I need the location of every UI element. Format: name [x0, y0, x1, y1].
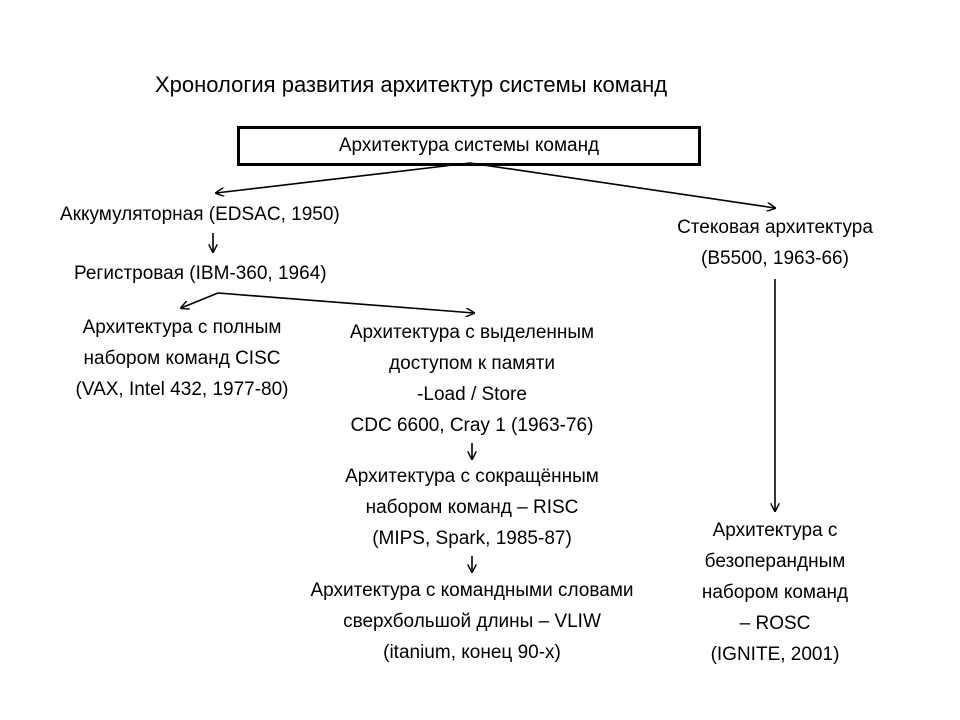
node-load-store-line: CDC 6600, Cray 1 (1963-76)	[350, 415, 594, 436]
root-node-isa: Архитектура системы команд	[237, 126, 701, 166]
node-vliw-line: Архитектура с командными словами	[310, 580, 634, 601]
node-cisc: Архитектура с полным набором команд CISC…	[54, 312, 310, 405]
node-rosc-line: безоперандным	[704, 551, 846, 572]
node-load-store-line: доступом к памяти	[389, 353, 555, 374]
node-accumulator-label: Аккумуляторная (EDSAC, 1950)	[60, 204, 340, 225]
node-vliw-line: (itanium, конец 90-х)	[383, 642, 561, 663]
diagram-title: Хронология развития архитектур системы к…	[155, 72, 668, 97]
edge-register-to-cisc	[181, 292, 219, 308]
node-stack: Стековая архитектура (B5500, 1963-66)	[662, 212, 888, 274]
node-cisc-line: Архитектура с полным	[82, 317, 282, 338]
root-node-label: Архитектура системы команд	[338, 135, 600, 156]
node-vliw-line: сверхбольшой длины – VLIW	[343, 611, 601, 632]
node-register: Регистровая (IBM-360, 1964)	[74, 258, 327, 289]
node-rosc-line: набором команд	[701, 582, 849, 603]
node-stack-line: (B5500, 1963-66)	[701, 248, 849, 269]
node-risc-line: набором команд – RISC	[365, 497, 579, 518]
node-load-store-line: -Load / Store	[417, 384, 527, 405]
node-load-store-line: Архитектура с выделенным	[349, 322, 595, 343]
node-risc: Архитектура с сокращённым набором команд…	[312, 461, 632, 554]
node-rosc-line: (IGNITE, 2001)	[710, 644, 840, 665]
node-cisc-line: набором команд CISC	[83, 348, 281, 369]
node-load-store: Архитектура с выделенным доступом к памя…	[322, 317, 622, 441]
node-cisc-line: (VAX, Intel 432, 1977-80)	[75, 379, 289, 400]
node-accumulator: Аккумуляторная (EDSAC, 1950)	[60, 199, 340, 230]
node-vliw: Архитектура с командными словами сверхбо…	[277, 575, 667, 668]
node-rosc-line: – ROSC	[739, 613, 811, 634]
node-rosc-line: Архитектура с	[712, 520, 838, 541]
node-rosc: Архитектура с безоперандным набором кома…	[670, 515, 880, 670]
edge-register-to-load-store	[217, 292, 474, 313]
node-risc-line: (MIPS, Spark, 1985-87)	[372, 528, 572, 549]
edge-root-to-accumulator	[216, 162, 471, 193]
edge-root-to-stack	[469, 162, 775, 208]
node-register-label: Регистровая (IBM-360, 1964)	[74, 263, 327, 284]
node-risc-line: Архитектура с сокращённым	[345, 466, 599, 487]
node-stack-line: Стековая архитектура	[677, 217, 873, 238]
